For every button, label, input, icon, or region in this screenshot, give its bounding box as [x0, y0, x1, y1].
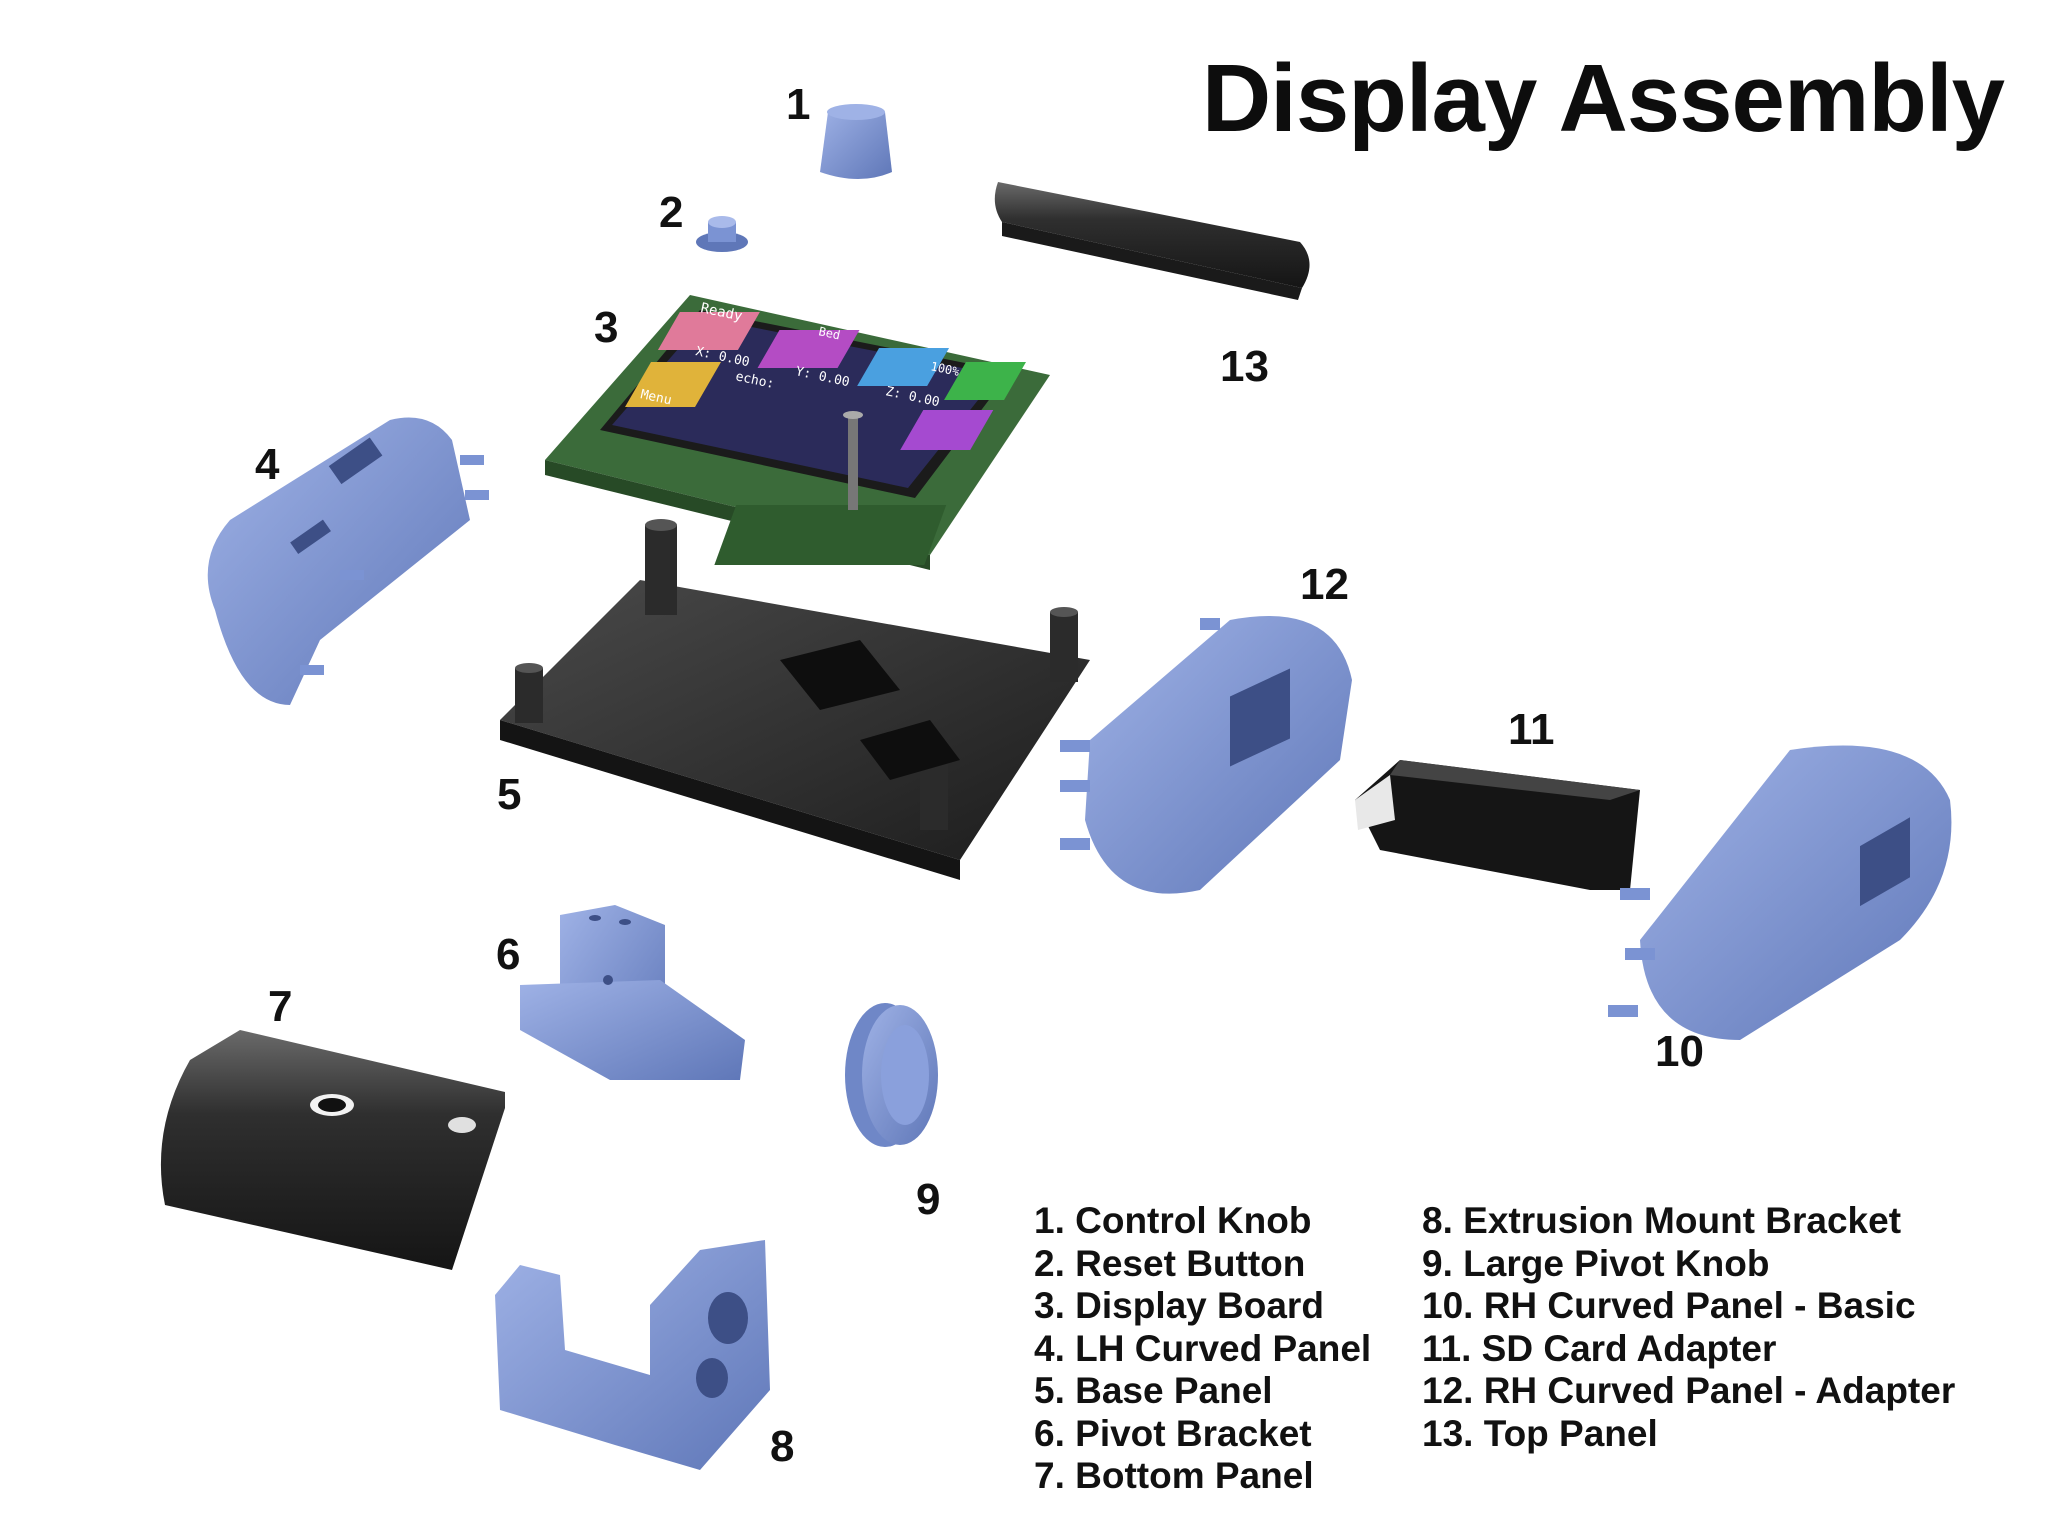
lh-curved-panel-part: [207, 417, 489, 705]
callout-1: 1: [786, 80, 811, 129]
legend-left: 1. Control Knob 2. Reset Button 3. Displ…: [1034, 1200, 1371, 1498]
rh-curved-panel-basic-part: [1608, 745, 1952, 1040]
callout-12: 12: [1300, 560, 1349, 609]
screen-menu-text: Menu: [639, 387, 673, 408]
callout-4: 4: [255, 440, 280, 489]
legend-item: 2. Reset Button: [1034, 1242, 1306, 1284]
legend-item: 13. Top Panel: [1422, 1412, 1658, 1454]
callout-10: 10: [1655, 1027, 1704, 1076]
legend-item: 5. Base Panel: [1034, 1370, 1273, 1411]
callout-8: 8: [770, 1422, 795, 1471]
legend-item: 11. SD Card Adapter: [1422, 1327, 1777, 1369]
control-knob-part: [820, 104, 892, 179]
callout-9: 9: [916, 1175, 941, 1224]
callout-5: 5: [497, 770, 522, 819]
legend-item: 12. RH Curved Panel - Adapter: [1422, 1370, 1956, 1411]
legend-item: 1. Control Knob: [1034, 1200, 1312, 1241]
extrusion-mount-bracket-part: [495, 1240, 770, 1470]
legend-item: 9. Large Pivot Knob: [1422, 1242, 1770, 1284]
callout-3: 3: [594, 303, 619, 352]
legend-item: 10. RH Curved Panel - Basic: [1422, 1285, 1916, 1326]
rh-curved-panel-adapter-part: [1060, 616, 1352, 894]
legend-right: 8. Extrusion Mount Bracket 9. Large Pivo…: [1422, 1200, 1955, 1455]
legend-item: 6. Pivot Bracket: [1034, 1412, 1312, 1454]
diagram-title: Display Assembly: [1201, 45, 2005, 152]
legend-item: 8. Extrusion Mount Bracket: [1422, 1200, 1902, 1241]
callout-11: 11: [1508, 705, 1555, 754]
callout-7: 7: [268, 982, 293, 1031]
sd-card-adapter-part: [1355, 760, 1640, 890]
legend-item: 7. Bottom Panel: [1034, 1455, 1314, 1496]
large-pivot-knob-part: [845, 1003, 938, 1147]
legend-item: 4. LH Curved Panel: [1034, 1327, 1372, 1369]
callout-2: 2: [659, 188, 684, 237]
legend-item: 3. Display Board: [1034, 1285, 1324, 1326]
pivot-bracket-part: [520, 905, 745, 1080]
display-board-part: Ready Menu: [545, 295, 1050, 570]
base-panel-part: [500, 519, 1090, 880]
callout-13: 13: [1220, 342, 1269, 391]
top-panel-part: [994, 182, 1310, 300]
bottom-panel-part: [160, 1030, 505, 1270]
reset-button-part: [696, 216, 748, 252]
callout-6: 6: [496, 930, 521, 979]
